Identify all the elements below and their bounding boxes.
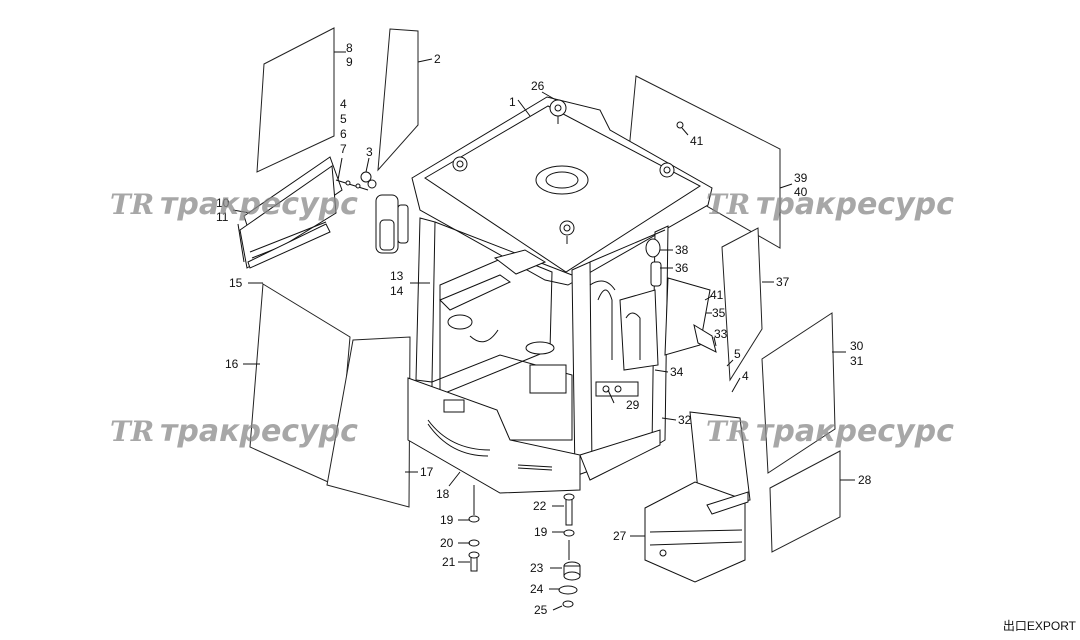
glass-panel-39-40	[627, 75, 781, 249]
callout-9: 9	[346, 55, 353, 69]
callout-5-right: 5	[734, 347, 741, 361]
callout-34: 34	[670, 365, 684, 379]
callout-26: 26	[531, 79, 545, 93]
watermarks: TR тракресурс TR тракресурс TR тракресур…	[110, 187, 954, 449]
mount-stack-left	[468, 485, 480, 572]
callout-35: 35	[712, 306, 726, 320]
callout-6: 6	[340, 127, 347, 141]
callout-18: 18	[436, 487, 450, 501]
callout-28: 28	[858, 473, 872, 487]
callout-27: 27	[613, 529, 627, 543]
callout-41-right: 41	[710, 288, 724, 302]
glass-panel-37	[721, 227, 763, 382]
callout-22: 22	[533, 499, 547, 513]
glass-panel-8-9	[256, 27, 335, 173]
callout-1: 1	[509, 95, 516, 109]
callout-33: 33	[714, 327, 728, 341]
callout-16: 16	[225, 357, 239, 371]
door-assembly	[237, 156, 343, 269]
hinge-part	[335, 171, 377, 191]
callout-25: 25	[534, 603, 548, 617]
callout-32: 32	[678, 413, 692, 427]
callout-20: 20	[440, 536, 454, 550]
callout-39: 39	[794, 171, 808, 185]
callout-29: 29	[626, 398, 640, 412]
callout-15: 15	[229, 276, 243, 290]
watermark-text-1: тракресурс	[160, 187, 358, 222]
callout-4: 4	[340, 97, 347, 111]
callout-8: 8	[346, 41, 353, 55]
leader-lines	[232, 51, 855, 611]
callout-17: 17	[420, 465, 434, 479]
callouts: 1 2 3 4 5 6 7 8 9 10 11 13 14 15 16 17 1…	[216, 41, 872, 617]
callout-36: 36	[675, 261, 689, 275]
watermark-text-4: тракресурс	[756, 414, 954, 449]
watermark-text-2: тракресурс	[756, 187, 954, 222]
callout-14: 14	[390, 284, 404, 298]
callout-41-top: 41	[690, 134, 704, 148]
watermark-logo-1: TR	[110, 188, 154, 221]
export-label: 出口EXPORT	[1002, 619, 1076, 633]
door-handle	[375, 194, 409, 254]
cab-body	[407, 96, 717, 494]
mount-stack-center	[558, 493, 581, 608]
callout-13: 13	[390, 269, 404, 283]
watermark-logo-2: TR	[706, 188, 750, 221]
callout-23: 23	[530, 561, 544, 575]
glass-panel-17	[326, 336, 411, 508]
callout-24: 24	[530, 582, 544, 596]
callout-5: 5	[340, 112, 347, 126]
watermark-logo-4: TR	[706, 415, 750, 448]
callout-10: 10	[216, 196, 230, 210]
callout-2: 2	[434, 52, 441, 66]
glass-panel-2	[377, 28, 419, 172]
callout-38: 38	[675, 243, 689, 257]
seat	[644, 411, 751, 583]
callout-7: 7	[340, 142, 347, 156]
glass-panels	[249, 27, 841, 553]
watermark-logo-3: TR	[110, 415, 154, 448]
callout-37: 37	[776, 275, 790, 289]
glass-panel-30-31	[761, 312, 836, 474]
callout-4-right: 4	[742, 369, 749, 383]
callout-21: 21	[442, 555, 456, 569]
callout-40: 40	[794, 185, 808, 199]
callout-3: 3	[366, 145, 373, 159]
callout-30: 30	[850, 339, 864, 353]
callout-31: 31	[850, 354, 864, 368]
callout-11: 11	[216, 210, 229, 224]
glass-panel-28	[769, 450, 841, 553]
callout-19-left: 19	[440, 513, 454, 527]
callout-19-center: 19	[534, 525, 548, 539]
watermark-text-3: тракресурс	[160, 414, 358, 449]
